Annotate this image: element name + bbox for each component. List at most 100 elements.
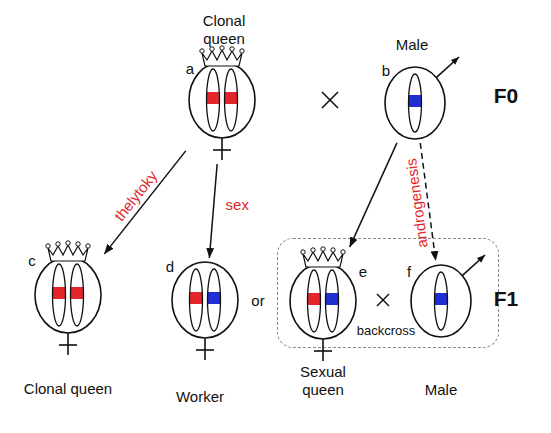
chromosome-outline xyxy=(53,264,66,326)
chromosome-outline xyxy=(409,74,422,132)
panel-letter: f xyxy=(400,263,418,281)
female-symbol-stem xyxy=(322,339,324,361)
crown-dot xyxy=(240,49,244,53)
body-circle xyxy=(35,257,101,333)
individual-circle: Clonal queena xyxy=(187,48,257,162)
female-symbol-bar xyxy=(59,344,77,346)
generation-label: F1 xyxy=(484,286,528,311)
caste-label: Clonal queen xyxy=(193,12,255,48)
cross-stroke xyxy=(322,92,338,108)
chromosome-fill xyxy=(308,270,321,332)
body-circle xyxy=(385,67,445,139)
arrow-connector xyxy=(350,143,397,247)
individual-drawing xyxy=(288,249,358,363)
female-symbol-stem xyxy=(221,138,223,160)
body-circle xyxy=(411,265,471,337)
allele-band xyxy=(190,292,202,304)
caste-label: Sexual queen xyxy=(288,363,358,399)
female-symbol-stem xyxy=(67,333,69,355)
allele-band xyxy=(435,293,447,305)
chromosome-outline xyxy=(71,264,84,326)
cross-label: backcross xyxy=(346,323,426,339)
crown-symbol xyxy=(48,245,88,261)
female-symbol-bar xyxy=(314,350,332,352)
individual-circle: eSexual queen xyxy=(288,249,358,363)
chromosome-fill xyxy=(208,269,221,331)
crown-dot xyxy=(301,250,305,254)
caste-label: Male xyxy=(382,36,442,54)
allele-band xyxy=(71,287,83,299)
crown-dot xyxy=(321,247,325,251)
caste-label: Clonal queen xyxy=(8,380,128,398)
arrow-connector xyxy=(209,164,217,258)
chromosome-outline xyxy=(326,270,339,332)
edge-label: sex xyxy=(226,196,249,214)
allele-band xyxy=(326,293,338,305)
chromosome-fill xyxy=(225,69,238,131)
caste-label: Male xyxy=(411,381,471,399)
cross-stroke xyxy=(322,92,338,108)
chromosome-fill xyxy=(190,269,203,331)
chromosome-outline xyxy=(208,269,221,331)
individual-drawing xyxy=(170,260,240,362)
panel-letter: c xyxy=(23,252,41,270)
crown-dot xyxy=(56,242,60,246)
edge-label: androgenesis xyxy=(402,158,432,250)
crown-dot xyxy=(86,244,90,248)
chromosome-outline xyxy=(308,270,321,332)
crown-dot xyxy=(46,244,50,248)
allele-band xyxy=(208,292,220,304)
crown-dot xyxy=(210,47,214,51)
backcross-box: backcrosseSexual queenfMale xyxy=(277,238,499,348)
female-symbol-bar xyxy=(213,149,231,151)
crown-dot xyxy=(331,248,335,252)
individual-drawing xyxy=(409,263,473,339)
allele-band xyxy=(207,92,219,104)
individual-drawing xyxy=(383,65,447,141)
allele-band xyxy=(409,95,421,107)
body-circle xyxy=(290,263,356,339)
individual-circle: cClonal queen xyxy=(33,243,103,357)
individual-circle: Maleb xyxy=(383,65,447,141)
panel-letter: a xyxy=(181,60,199,78)
allele-band xyxy=(225,92,237,104)
male-symbol-arrow xyxy=(436,57,459,78)
chromosome-fill xyxy=(409,74,422,132)
conjunction-label: or xyxy=(243,292,273,310)
panel-letter: e xyxy=(354,263,372,281)
cross-stroke xyxy=(377,294,389,306)
chromosome-fill xyxy=(71,264,84,326)
individual-drawing xyxy=(33,243,103,357)
chromosome-outline xyxy=(190,269,203,331)
panel-letter: b xyxy=(377,62,395,80)
crown-dot xyxy=(311,248,315,252)
female-symbol-stem xyxy=(204,338,206,360)
individual-drawing xyxy=(187,48,257,162)
crown-dot xyxy=(200,49,204,53)
male-symbol-arrow xyxy=(462,255,485,276)
body-circle xyxy=(189,62,255,138)
arrow-connector xyxy=(104,151,186,254)
caste-label: Worker xyxy=(160,388,240,406)
chromosome-fill xyxy=(207,69,220,131)
crown-dot xyxy=(230,47,234,51)
crown-symbol xyxy=(303,251,343,267)
crown-symbol xyxy=(202,50,242,66)
chromosome-fill xyxy=(326,270,339,332)
allele-band xyxy=(53,287,65,299)
cross-stroke xyxy=(377,294,389,306)
chromosome-fill xyxy=(435,272,448,330)
crown-dot xyxy=(66,241,70,245)
cross-symbol xyxy=(377,294,389,306)
cross-symbol xyxy=(322,92,338,108)
crown-dot xyxy=(76,242,80,246)
panel-letter: d xyxy=(161,258,179,276)
allele-band xyxy=(308,293,320,305)
individual-circle: fMale xyxy=(409,263,473,339)
chromosome-outline xyxy=(207,69,220,131)
